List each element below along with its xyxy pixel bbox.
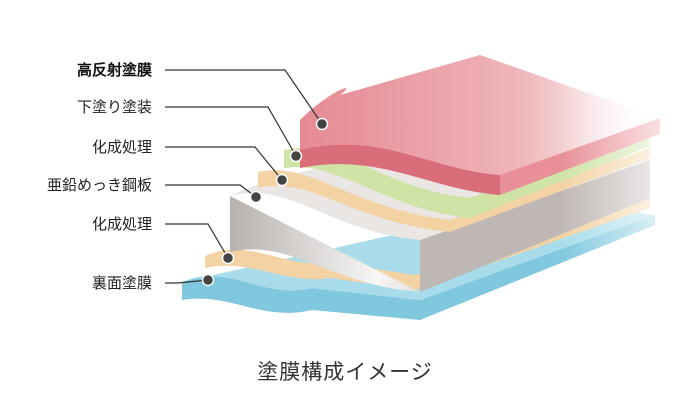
label-topcoat: 高反射塗膜: [76, 61, 152, 79]
back-coat-layer: [182, 215, 655, 320]
steel-layer: [230, 160, 650, 292]
label-lower-chemical-treatment: 化成処理: [91, 215, 152, 233]
label-galvanized-steel: 亜鉛めっき鋼板: [46, 176, 152, 194]
lower-chemical-treatment-layer: [205, 198, 650, 290]
diagram-caption: 塗膜構成イメージ: [257, 360, 433, 384]
upper-chemical-treatment-layer: [258, 148, 650, 232]
label-upper-chemical-treatment: 化成処理: [91, 138, 152, 156]
leader-dots: [201, 117, 329, 287]
leader-lines: [165, 69, 323, 284]
label-primer: 下塗り塗装: [76, 98, 152, 116]
label-back-coat: 裏面塗膜: [91, 274, 152, 292]
